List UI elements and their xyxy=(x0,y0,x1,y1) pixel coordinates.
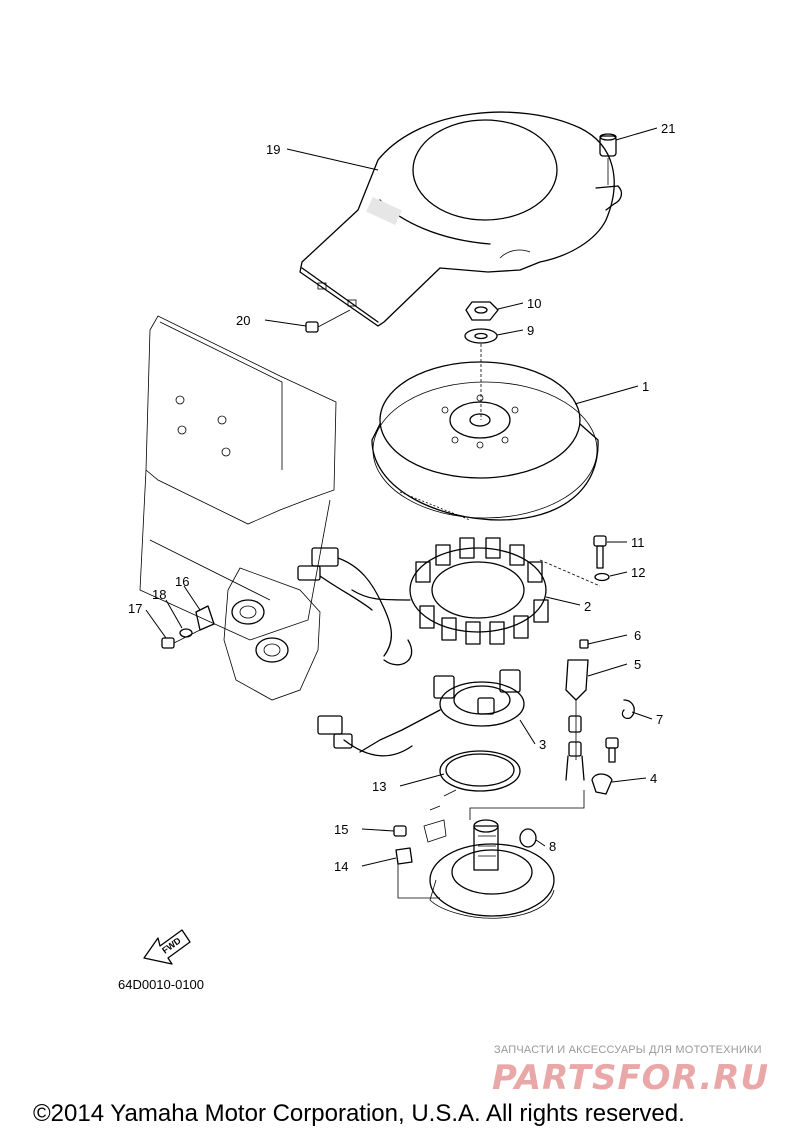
washer-18 xyxy=(179,628,193,638)
stator-washer xyxy=(594,572,610,582)
callout-16: 16 xyxy=(175,574,189,589)
flywheel-washer xyxy=(464,328,498,344)
cable-clamp xyxy=(591,737,619,795)
wire-clip xyxy=(621,699,635,720)
screw-17 xyxy=(161,629,201,649)
retaining-ring xyxy=(439,750,521,792)
cover-bolt xyxy=(305,309,351,333)
callout-7: 7 xyxy=(656,712,663,727)
callout-10: 10 xyxy=(527,296,541,311)
grommet xyxy=(599,133,617,185)
pulser-bracket xyxy=(223,567,321,701)
base-cap-8 xyxy=(519,828,537,848)
callout-labels: 1 2 3 4 5 6 7 8 9 10 11 12 13 14 15 16 1… xyxy=(128,121,675,874)
callout-1: 1 xyxy=(642,379,649,394)
wire-harness xyxy=(297,547,392,657)
callout-20: 20 xyxy=(236,313,250,328)
copyright-notice: ©2014 Yamaha Motor Corporation, U.S.A. A… xyxy=(33,1100,685,1127)
screw-15 xyxy=(393,825,407,837)
stator-coil xyxy=(351,537,549,666)
stator-base xyxy=(423,789,555,919)
callout-3: 3 xyxy=(539,737,546,752)
callout-5: 5 xyxy=(634,657,641,672)
callout-8: 8 xyxy=(549,839,556,854)
flywheel-nut xyxy=(465,301,499,321)
watermark-tagline: ЗАПЧАСТИ И АКСЕССУАРЫ ДЛЯ МОТОТЕХНИКИ xyxy=(494,1044,762,1056)
leader-lines xyxy=(145,127,658,867)
callout-13: 13 xyxy=(372,779,386,794)
callout-19: 19 xyxy=(266,142,280,157)
lead-assembly xyxy=(565,639,589,781)
callout-6: 6 xyxy=(634,628,641,643)
fwd-label: FWD xyxy=(160,935,183,955)
callout-9: 9 xyxy=(527,323,534,338)
callout-17: 17 xyxy=(128,601,142,616)
flywheel-cover xyxy=(299,111,623,327)
part-code: 64D0010-0100 xyxy=(118,977,205,992)
pulser-coil xyxy=(317,669,525,757)
callout-4: 4 xyxy=(650,771,657,786)
fwd-arrow-icon: FWD xyxy=(143,929,191,965)
callout-15: 15 xyxy=(334,822,348,837)
callout-14: 14 xyxy=(334,859,348,874)
plate-14 xyxy=(395,847,413,865)
watermark-logo: PARTSFOR.RU xyxy=(492,1058,770,1098)
callout-12: 12 xyxy=(631,565,645,580)
callout-21: 21 xyxy=(661,121,675,136)
callout-11: 11 xyxy=(631,535,645,550)
stator-screw xyxy=(593,535,607,569)
small-bracket xyxy=(195,605,215,631)
callout-2: 2 xyxy=(584,599,591,614)
engine-block xyxy=(139,315,337,641)
flywheel xyxy=(371,361,599,521)
callout-18: 18 xyxy=(152,587,166,602)
